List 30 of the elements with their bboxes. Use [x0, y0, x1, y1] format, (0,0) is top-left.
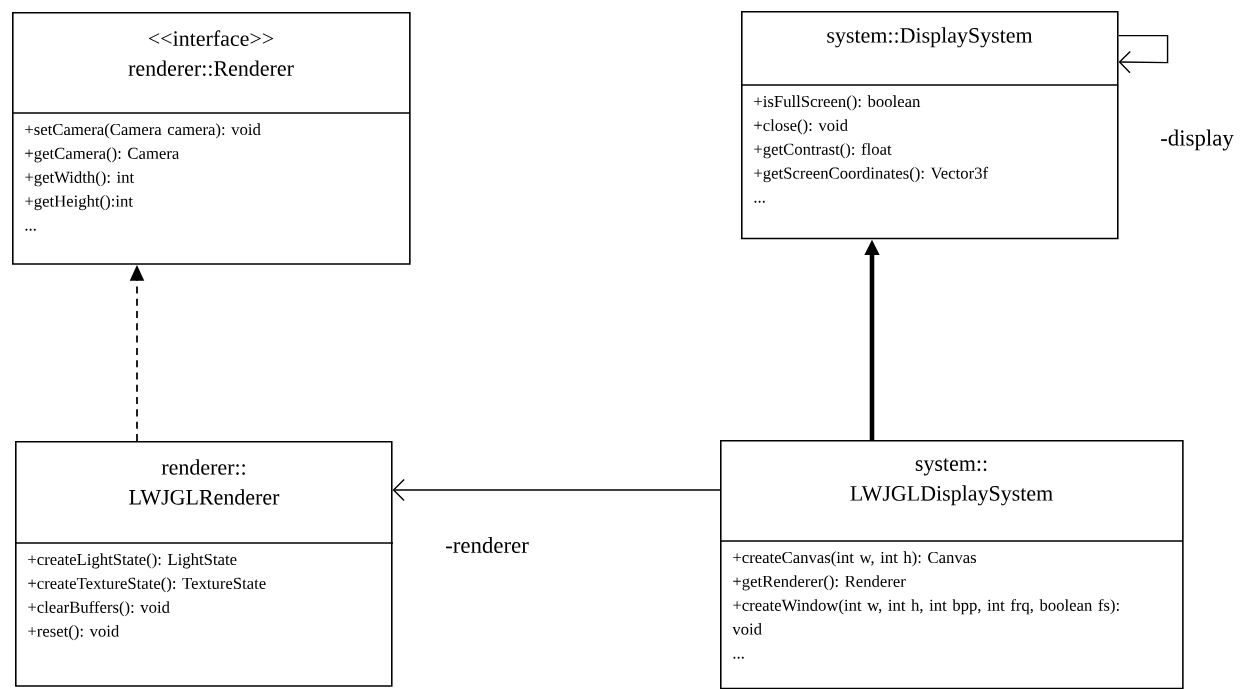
node-label: ...	[754, 200, 765, 203]
node-label: +createWindow(int w, int h, int bpp, int frq, boolean fs): void	[732, 598, 1119, 635]
method-list: +createCanvas(int w, int h): Canvas +getRenderer(): Renderer +createWindow(int w, int h, int bpp, int frq, boolean fs): void ...	[732, 551, 1119, 659]
arrow	[392, 478, 721, 502]
node-label: +getScreenCoordinates(): Vector3f	[754, 166, 989, 183]
node-label: +getCamera(): Camera	[25, 147, 180, 163]
class-name: system::DisplaySystem	[827, 27, 1033, 48]
node-label: ...	[25, 228, 36, 231]
node-label: +close(): void	[754, 119, 848, 135]
node-label: ...	[733, 656, 744, 659]
node-label: +createTextureState(): TextureState	[28, 577, 266, 593]
node-label: +isFullScreen(): boolean	[754, 95, 921, 111]
method-list: +setCamera(Camera camera): void +getCamera(): Camera +getWidth(): int +getHeight():int ...	[25, 123, 261, 231]
node-label: +setCamera(Camera camera): void	[25, 123, 261, 139]
edge-label: -renderer	[443, 535, 531, 555]
node-label: +getWidth(): int	[25, 171, 135, 187]
class-name: <<interface>> renderer::Renderer	[128, 30, 294, 76]
class-name: system:: LWJGLDisplaySystem	[850, 458, 1053, 506]
node-label: +getHeight():int	[25, 195, 133, 211]
node-label: +clearBuffers(): void	[28, 600, 170, 617]
node-label: +getRenderer(): Renderer	[733, 575, 906, 591]
edge-label: -display	[1158, 127, 1236, 153]
method-list: +createLightState(): LightState +createTextureState(): TextureState +clearBuffers(): void +reset(): void	[28, 553, 266, 641]
class-name: renderer:: LWJGLRenderer	[129, 459, 280, 505]
node-label: +getContrast(): float	[754, 142, 892, 159]
node-label: +createCanvas(int w, int h): Canvas	[733, 551, 977, 567]
node-label: +createLightState(): LightState	[28, 553, 237, 569]
arrow	[1117, 34, 1169, 74]
method-list: +isFullScreen(): boolean +close(): void +getContrast(): float +getScreenCoordinates(): Vector3f ...	[754, 95, 989, 203]
node-label: +reset(): void	[28, 625, 120, 641]
